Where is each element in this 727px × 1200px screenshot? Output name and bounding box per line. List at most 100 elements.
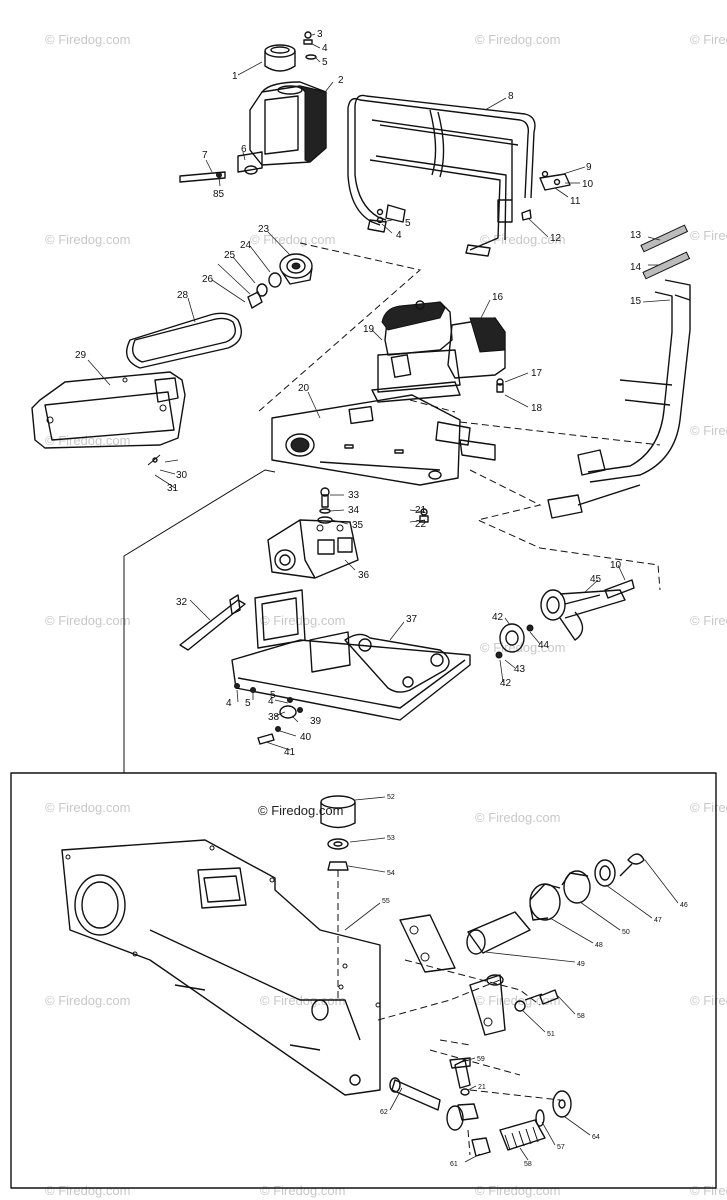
callout-label: 47 xyxy=(654,917,662,924)
callout-label: 29 xyxy=(75,350,87,361)
callout-label: 57 xyxy=(557,1144,565,1151)
callout-label: 41 xyxy=(284,747,296,758)
callout-label: 55 xyxy=(382,898,390,905)
callout-label: 17 xyxy=(531,368,543,379)
callout-label: 50 xyxy=(622,929,630,936)
callout-label: 46 xyxy=(680,902,688,909)
callout-label: 31 xyxy=(167,483,179,494)
callout-label: 42 xyxy=(500,678,512,689)
exciter xyxy=(267,519,359,579)
watermark: © Firedog.com xyxy=(45,800,130,815)
callout-label: 40 xyxy=(300,732,312,743)
callout-label: 38 xyxy=(268,712,280,723)
assembly-outlines xyxy=(123,242,661,773)
callout-label: 51 xyxy=(547,1031,555,1038)
callout-label: 45 xyxy=(590,574,602,585)
callout-label: 58 xyxy=(524,1161,532,1168)
watermark: © Firedog.com xyxy=(260,613,345,628)
detail-assembly-outlines xyxy=(337,870,561,1156)
watermark: © Firedog.com xyxy=(690,1183,727,1198)
callout-label: 37 xyxy=(406,614,418,625)
handle-frame xyxy=(347,94,571,257)
watermark: © Firedog.com xyxy=(690,993,727,1008)
watermark: © Firedog.com xyxy=(45,433,130,448)
detail-copyright: © Firedog.com xyxy=(258,803,343,818)
callout-label: 19 xyxy=(363,324,375,335)
callout-label: 28 xyxy=(177,290,189,301)
v-belt xyxy=(126,312,242,369)
callout-label: 18 xyxy=(531,403,543,414)
vibratory-plate xyxy=(179,589,471,721)
callout-label: 20 xyxy=(298,383,310,394)
callout-label: 44 xyxy=(538,640,550,651)
callout-label: 85 xyxy=(213,189,225,200)
watermark: © Firedog.com xyxy=(260,1183,345,1198)
watermark: © Firedog.com xyxy=(690,32,727,47)
callout-label: 43 xyxy=(514,664,526,675)
callout-label: 5 xyxy=(245,698,251,709)
detail-axle-bushings xyxy=(466,853,645,955)
watermark: © Firedog.com xyxy=(45,1183,130,1198)
callout-label: 61 xyxy=(450,1161,458,1168)
callout-label: 22 xyxy=(415,519,427,530)
watermark: © Firedog.com xyxy=(475,1183,560,1198)
callout-label: 34 xyxy=(348,505,360,516)
callout-label: 16 xyxy=(492,292,504,303)
callout-label: 6 xyxy=(241,144,247,155)
watermark: © Firedog.com xyxy=(480,232,565,247)
leader-lines xyxy=(87,33,671,751)
callout-label: 4 xyxy=(268,696,274,707)
callout-label: 24 xyxy=(240,240,252,251)
detail-callout-labels: 52 53 54 55 46 47 50 48 49 58 51 59 21 6… xyxy=(380,794,688,1168)
callout-label: 8 xyxy=(508,91,514,102)
watermark: © Firedog.com xyxy=(475,810,560,825)
wheel-assembly xyxy=(495,579,635,659)
callout-label: 4 xyxy=(226,698,232,709)
callout-label: 9 xyxy=(586,162,592,173)
callout-label: 7 xyxy=(202,150,208,161)
callout-label: 4 xyxy=(322,43,328,54)
callout-label: 2 xyxy=(338,75,344,86)
callout-label: 52 xyxy=(387,794,395,801)
callout-label: 15 xyxy=(630,296,642,307)
belt-cover xyxy=(31,371,186,449)
watermark: © Firedog.com xyxy=(45,993,130,1008)
callout-label: 39 xyxy=(310,716,322,727)
callout-label: 59 xyxy=(477,1056,485,1063)
callout-label: 21 xyxy=(415,505,427,516)
fasteners xyxy=(147,170,549,745)
callout-label: 13 xyxy=(630,230,642,241)
clutch-pulley xyxy=(247,253,313,309)
watermark: © Firedog.com xyxy=(690,423,727,438)
watermark: © Firedog.com xyxy=(480,640,565,655)
callout-label: 54 xyxy=(387,870,395,877)
lower-handle xyxy=(547,224,691,519)
detail-base-plate xyxy=(61,839,506,1096)
callout-label: 36 xyxy=(358,570,370,581)
watermark: © Firedog.com xyxy=(690,228,727,243)
detail-shock-mount xyxy=(320,795,356,871)
callout-label: 1 xyxy=(232,71,238,82)
detail-leader-lines xyxy=(344,796,679,1163)
callout-label: 5 xyxy=(270,690,276,701)
callout-label: 48 xyxy=(595,942,603,949)
callout-label: 3 xyxy=(317,29,323,40)
detail-fasteners xyxy=(389,989,572,1157)
callout-label: 42 xyxy=(492,612,504,623)
watermark: © Firedog.com xyxy=(45,613,130,628)
engine xyxy=(371,300,506,403)
callout-label: 53 xyxy=(387,835,395,842)
callout-label: 23 xyxy=(258,224,270,235)
callout-label: 25 xyxy=(224,250,236,261)
callout-label: 32 xyxy=(176,597,188,608)
watermark: © Firedog.com xyxy=(690,800,727,815)
watermarks: © Firedog.com © Firedog.com © Firedog.co… xyxy=(45,32,727,1198)
callout-label: 12 xyxy=(550,233,562,244)
callout-labels: 1 2 3 4 5 6 7 85 8 9 10 11 12 5 4 13 14 … xyxy=(75,29,642,758)
callout-label: 35 xyxy=(352,520,364,531)
fuel-tank xyxy=(179,31,327,183)
callout-label: 33 xyxy=(348,490,360,501)
callout-label: 62 xyxy=(380,1109,388,1116)
callout-label: 30 xyxy=(176,470,188,481)
watermark: © Firedog.com xyxy=(475,993,560,1008)
